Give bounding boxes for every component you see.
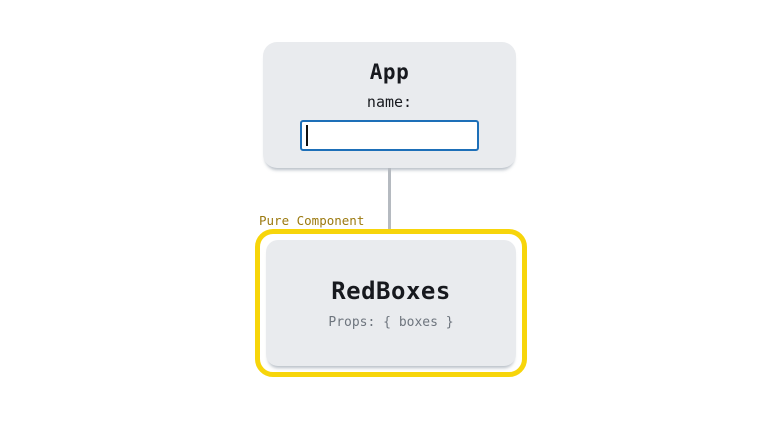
redboxes-props-text: Props: { boxes }	[328, 314, 454, 330]
pure-component-annotation: Pure Component	[259, 213, 365, 228]
redboxes-highlight-ring: RedBoxes Props: { boxes }	[255, 229, 527, 377]
app-component-box: App name:	[263, 42, 516, 168]
redboxes-component-box: RedBoxes Props: { boxes }	[266, 240, 516, 366]
parent-child-connector-line	[388, 168, 391, 233]
redboxes-component-title: RedBoxes	[331, 276, 451, 305]
app-component-title: App	[369, 59, 410, 84]
name-input-label: name:	[366, 92, 413, 111]
name-input-wrapper	[300, 119, 479, 151]
text-cursor-caret	[306, 124, 308, 146]
name-input[interactable]	[300, 119, 479, 151]
